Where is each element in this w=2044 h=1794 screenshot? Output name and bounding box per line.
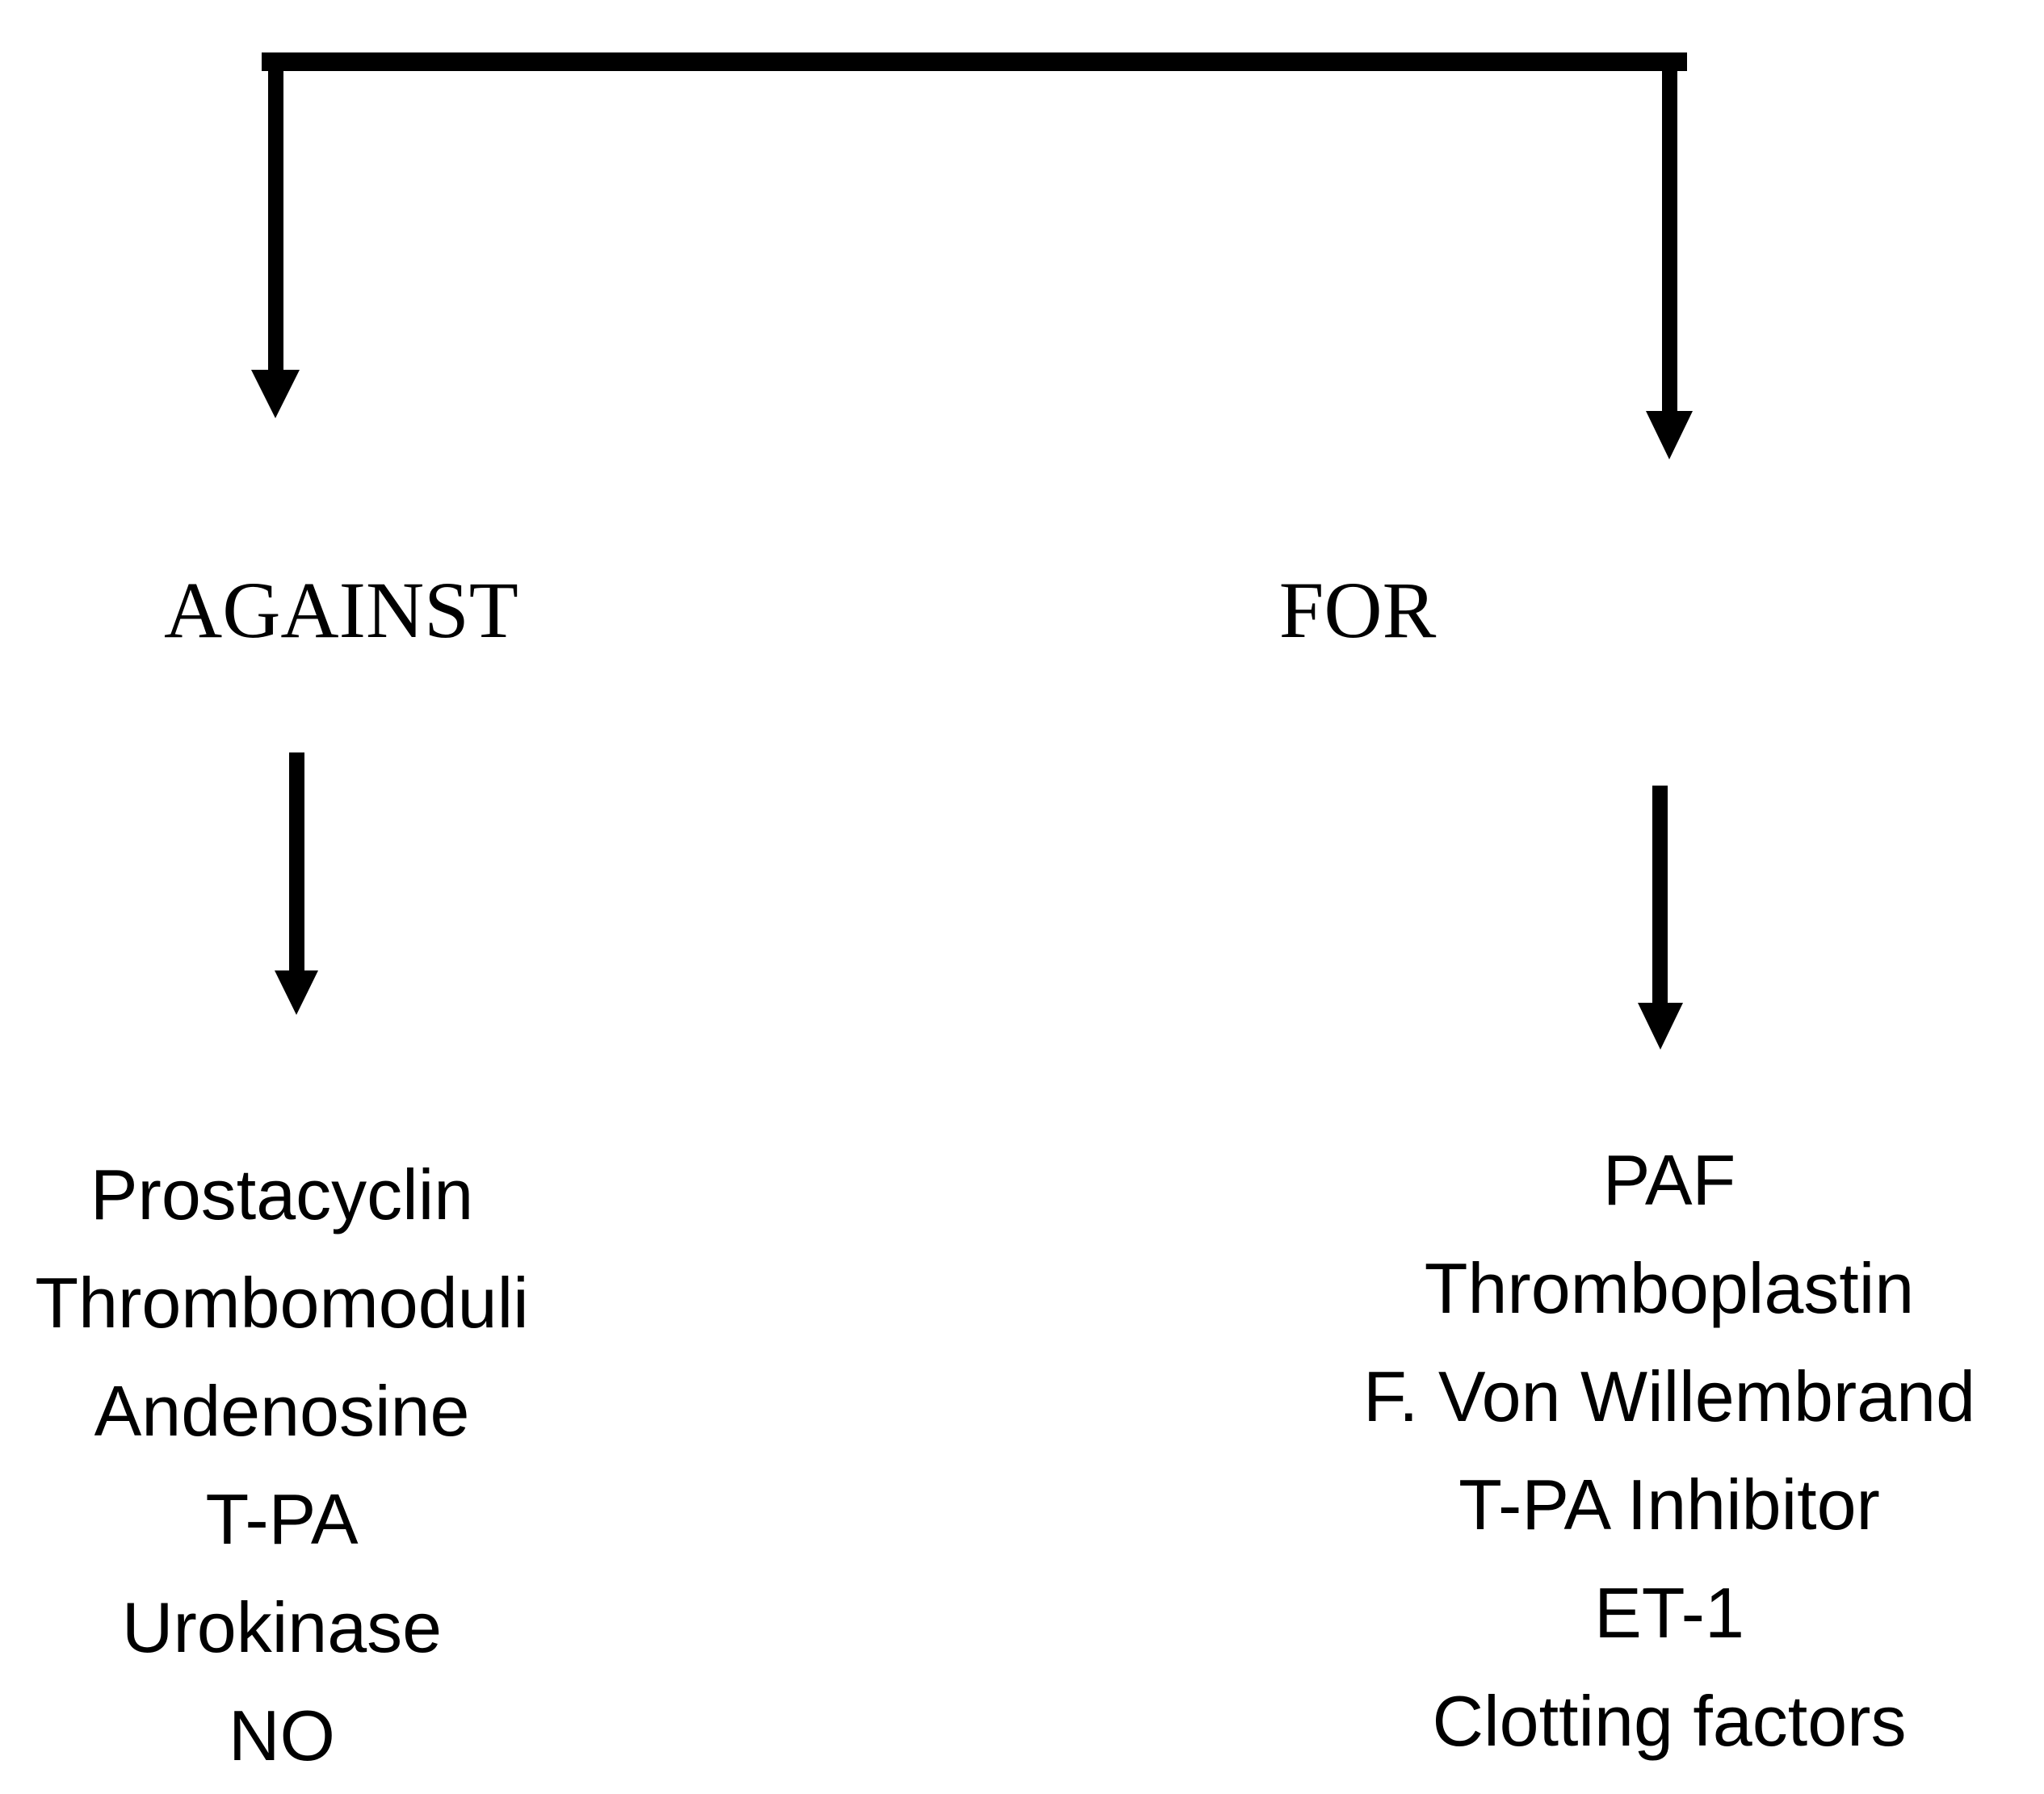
for-list-arrow-shaft (1652, 786, 1668, 1004)
list-item: Urokinase (121, 1587, 443, 1667)
list-item: NO (229, 1695, 335, 1775)
list-item: Thrombomoduli (35, 1263, 529, 1343)
list-item: T-PA (205, 1479, 359, 1559)
list-item: Prostacyclin (90, 1155, 474, 1234)
for-branch-label: FOR (1278, 565, 1437, 655)
down-arrow-icon (1638, 1003, 1683, 1050)
list-item: Clotting factors (1432, 1681, 1907, 1761)
list-item: PAF (1602, 1140, 1736, 1220)
down-arrow-icon (251, 370, 300, 418)
down-arrow-icon (275, 970, 318, 1015)
right-branch-arrow-shaft (1662, 69, 1677, 413)
against-branch-label: AGAINST (164, 565, 518, 655)
list-item: Thromboplastin (1424, 1248, 1915, 1328)
list-item: Andenosine (94, 1371, 470, 1451)
down-arrow-icon (1646, 411, 1693, 459)
list-item: T-PA Inhibitor (1459, 1465, 1880, 1545)
list-item: F. Von Willembrand (1362, 1356, 1976, 1436)
against-item-list: Prostacyclin Thrombomoduli Andenosine T-… (0, 1141, 565, 1790)
top-connector-bar (262, 52, 1687, 71)
for-item-list: PAF Thromboplastin F. Von Willembrand T-… (1338, 1126, 2000, 1775)
left-branch-arrow-shaft (268, 69, 283, 371)
list-item: ET-1 (1594, 1573, 1744, 1653)
against-list-arrow-shaft (289, 752, 304, 972)
